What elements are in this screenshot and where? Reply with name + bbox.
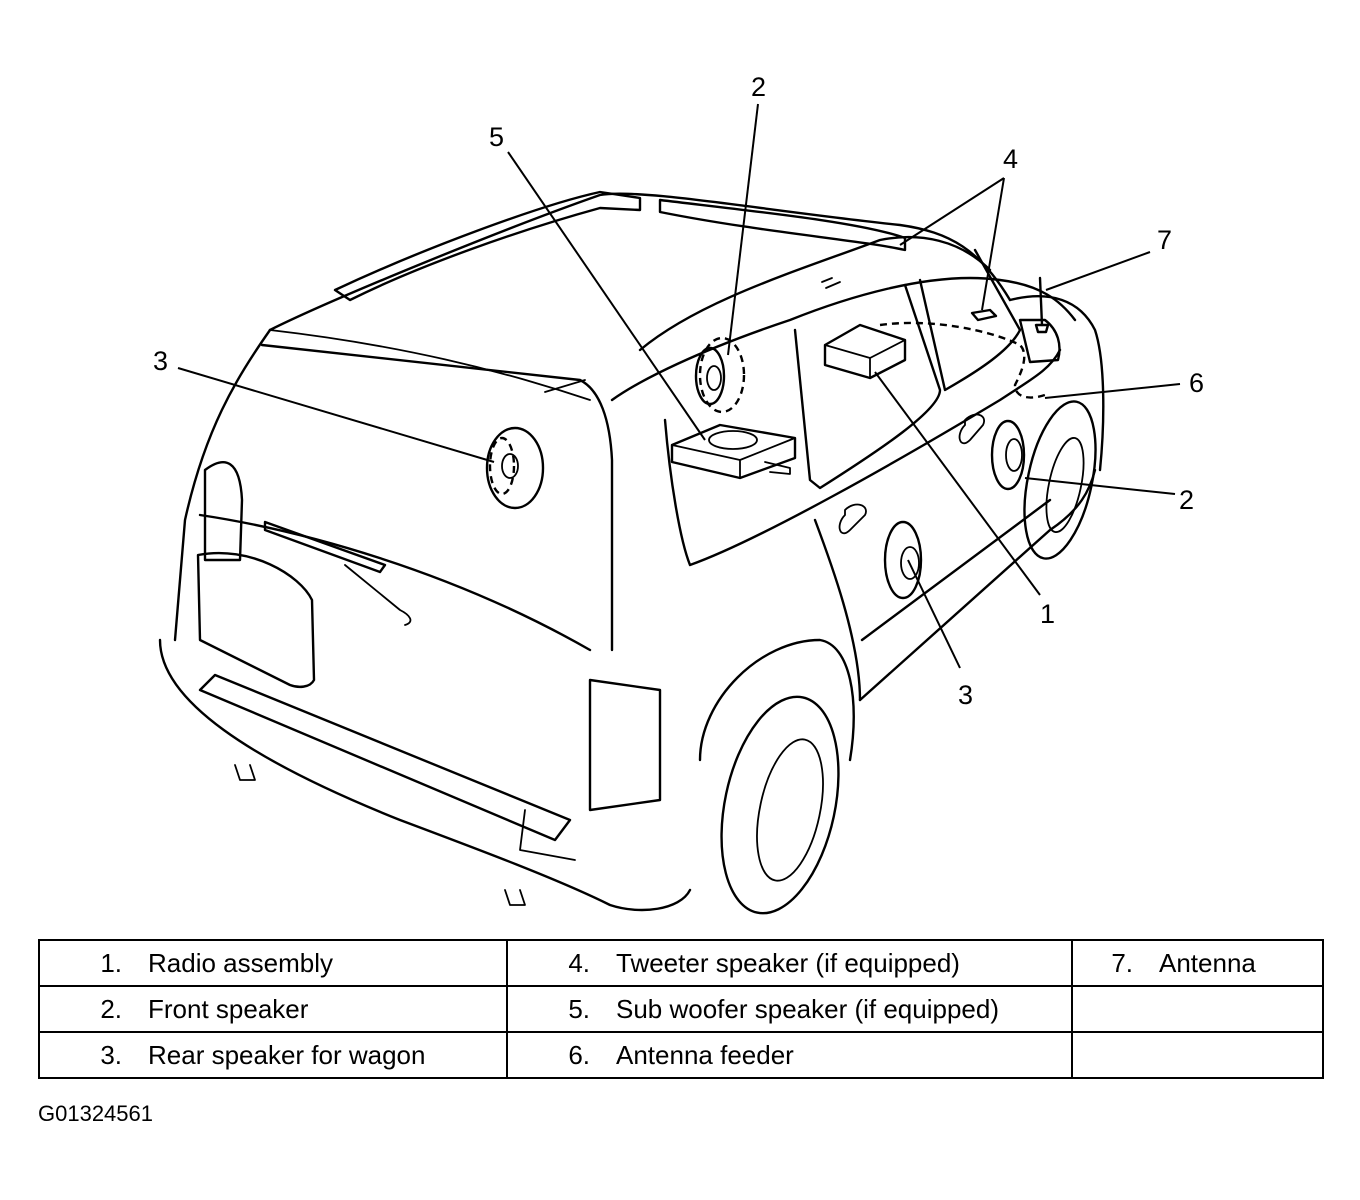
legend-cell: 4. Tweeter speaker (if equipped): [506, 939, 1073, 987]
leader-lines: [177, 103, 1181, 669]
legend-number: 1.: [100, 947, 122, 978]
callout-1: 1: [1040, 599, 1055, 629]
rear-speaker-upper-shape: [485, 426, 545, 510]
legend-cell: 7. Antenna: [1071, 939, 1324, 987]
legend-cell: 2. Front speaker: [38, 985, 508, 1033]
vehicle-outline: [158, 190, 1105, 915]
figure-code: G01324561: [38, 1101, 153, 1126]
legend-number: 2.: [100, 993, 122, 1024]
legend-cell-empty: [1071, 1031, 1324, 1079]
tweeter-shapes: [821, 277, 998, 322]
callout-3-left: 3: [153, 346, 168, 376]
legend-cell-empty: [1071, 985, 1324, 1033]
legend-number: 5.: [568, 993, 590, 1024]
callout-7: 7: [1157, 225, 1172, 255]
legend-cell: 6. Antenna feeder: [506, 1031, 1073, 1079]
vehicle-audio-diagram: 2 5 4 7 3 6 2 1 3: [153, 72, 1204, 915]
legend-row: 2. Front speaker 5. Sub woofer speaker (if…: [38, 985, 1324, 1033]
legend-row: 3. Rear speaker for wagon 6. Antenna feede…: [38, 1031, 1324, 1079]
callout-3-bottom: 3: [958, 680, 973, 710]
legend-cell: 1. Radio assembly: [38, 939, 508, 987]
sub-woofer-shape: [670, 423, 797, 480]
legend-label: Sub woofer speaker (if equipped): [616, 993, 1000, 1024]
legend-cell: 5. Sub woofer speaker (if equipped): [506, 985, 1073, 1033]
legend-label: Front speaker: [148, 993, 309, 1024]
legend-cell: 3. Rear speaker for wagon: [38, 1031, 508, 1079]
rear-speaker-lower-shape: [883, 520, 923, 600]
front-speaker-upper-shape: [694, 336, 746, 414]
callout-2-right: 2: [1179, 485, 1194, 515]
legend-number: 3.: [100, 1039, 122, 1070]
callout-2-top: 2: [751, 72, 766, 102]
radio-assembly-shape: [823, 323, 907, 380]
legend-label: Antenna: [1159, 947, 1256, 978]
callout-5: 5: [489, 122, 504, 152]
legend-label: Rear speaker for wagon: [148, 1039, 426, 1070]
parts-legend-table: 1. Radio assembly 4. Tweeter speaker (if e…: [38, 939, 1324, 1079]
legend-label: Tweeter speaker (if equipped): [616, 947, 960, 978]
callout-4: 4: [1003, 144, 1018, 174]
antenna-feeder-shape: [879, 321, 1046, 399]
legend-number: 7.: [1111, 947, 1133, 978]
front-speaker-lower-shape: [990, 419, 1026, 491]
legend-label: Antenna feeder: [616, 1039, 794, 1070]
callout-6: 6: [1189, 368, 1204, 398]
legend-number: 4.: [568, 947, 590, 978]
legend-row: 1. Radio assembly 4. Tweeter speaker (if e…: [38, 939, 1324, 987]
legend-label: Radio assembly: [148, 947, 333, 978]
antenna-shape: [1034, 276, 1050, 334]
legend-number: 6.: [568, 1039, 590, 1070]
